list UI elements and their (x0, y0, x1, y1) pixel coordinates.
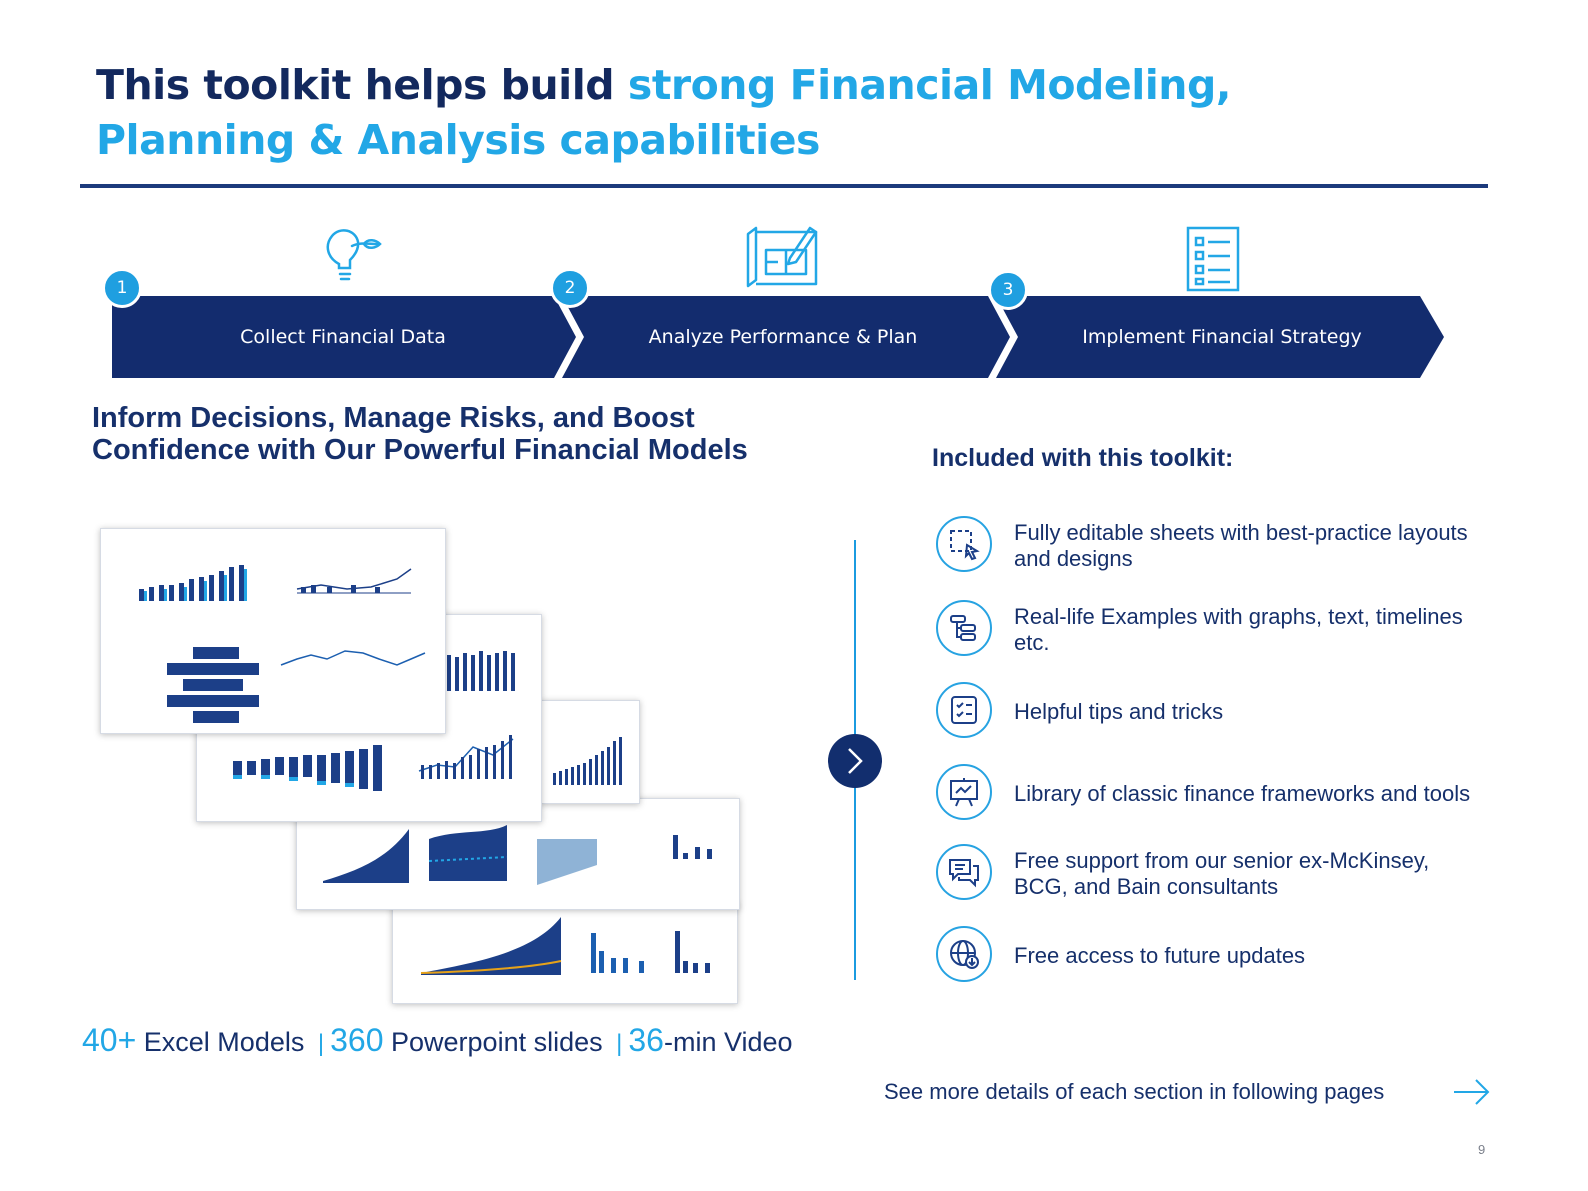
subheading: Inform Decisions, Manage Risks, and Boos… (92, 402, 748, 466)
step-2-label: Analyze Performance & Plan (648, 326, 918, 348)
ppt-label: Powerpoint slides (383, 1027, 603, 1057)
dashboard-thumb (139, 565, 426, 723)
step-3-label: Implement Financial Strategy (1082, 326, 1362, 348)
feature-text: Free access to future updates (1014, 943, 1306, 968)
excel-label: Excel Models (136, 1027, 305, 1057)
video-label: -min Video (663, 1027, 793, 1057)
stats-separator-1: | (317, 1030, 325, 1057)
stats-line: 40+ Excel Models |360 Powerpoint slides … (82, 1022, 793, 1059)
title-divider (80, 184, 1488, 188)
feature-text: Real-life Examples with graphs, text, ti… (1014, 604, 1463, 655)
arrow-right-icon[interactable] (1452, 1072, 1492, 1112)
process-chevrons (112, 296, 1444, 378)
included-title: Included with this toolkit: (932, 444, 1234, 472)
lightbulb-icon (326, 229, 382, 281)
editable-select-icon (936, 516, 992, 572)
mixed-chart-thumb (323, 825, 712, 885)
presentation-board-icon (936, 764, 992, 820)
page-number: 9 (1478, 1142, 1486, 1157)
growth-bars-thumb (553, 737, 622, 785)
globe-update-icon (936, 926, 992, 982)
title-dark-part: This toolkit helps build (96, 61, 628, 109)
video-duration: 36 (628, 1022, 664, 1058)
feature-text: Helpful tips and tricks (1014, 699, 1224, 724)
slide-thumbnail-1 (100, 528, 446, 734)
see-more-link[interactable]: See more details of each section in foll… (884, 1079, 1385, 1104)
chevron-right-icon (848, 748, 863, 774)
feature-text: Fully editable sheets with best-practice… (1014, 520, 1468, 571)
feature-item: Helpful tips and tricks (936, 682, 1496, 742)
timeline-icon (936, 600, 992, 656)
step-1-badge: 1 (102, 268, 142, 308)
step-3-badge: 3 (988, 270, 1028, 310)
process-steps: Collect Financial Data Analyze Performan… (108, 292, 1448, 382)
area-chart-thumb (420, 917, 710, 975)
stats-separator-2: | (616, 1030, 623, 1057)
feature-item: Free support from our senior ex-McKinsey… (936, 844, 1496, 904)
step-2-badge: 2 (550, 268, 590, 308)
checklist-icon (1186, 226, 1240, 292)
excel-count: 40+ (82, 1022, 137, 1058)
page-title: This toolkit helps build strong Financia… (96, 58, 1436, 168)
bar-charts-thumb (233, 651, 515, 791)
blueprint-pencil-icon (746, 226, 818, 288)
feature-text: Library of classic finance frameworks an… (1014, 781, 1471, 806)
title-highlight-part: strong Financial Modeling, Planning & An… (96, 61, 1231, 164)
chat-support-icon (936, 844, 992, 900)
step-1-label: Collect Financial Data (240, 326, 446, 348)
feature-item: Real-life Examples with graphs, text, ti… (936, 600, 1496, 660)
slide-thumbnail-3 (540, 700, 640, 804)
feature-item: Fully editable sheets with best-practice… (936, 516, 1496, 576)
slide-thumbnail-5 (392, 902, 738, 1004)
feature-text: Free support from our senior ex-McKinsey… (1014, 848, 1430, 899)
feature-item: Free access to future updates (936, 926, 1496, 986)
next-button[interactable] (828, 734, 882, 788)
feature-item: Library of classic finance frameworks an… (936, 764, 1496, 824)
ppt-count: 360 (330, 1022, 384, 1058)
tips-checklist-icon (936, 682, 992, 738)
